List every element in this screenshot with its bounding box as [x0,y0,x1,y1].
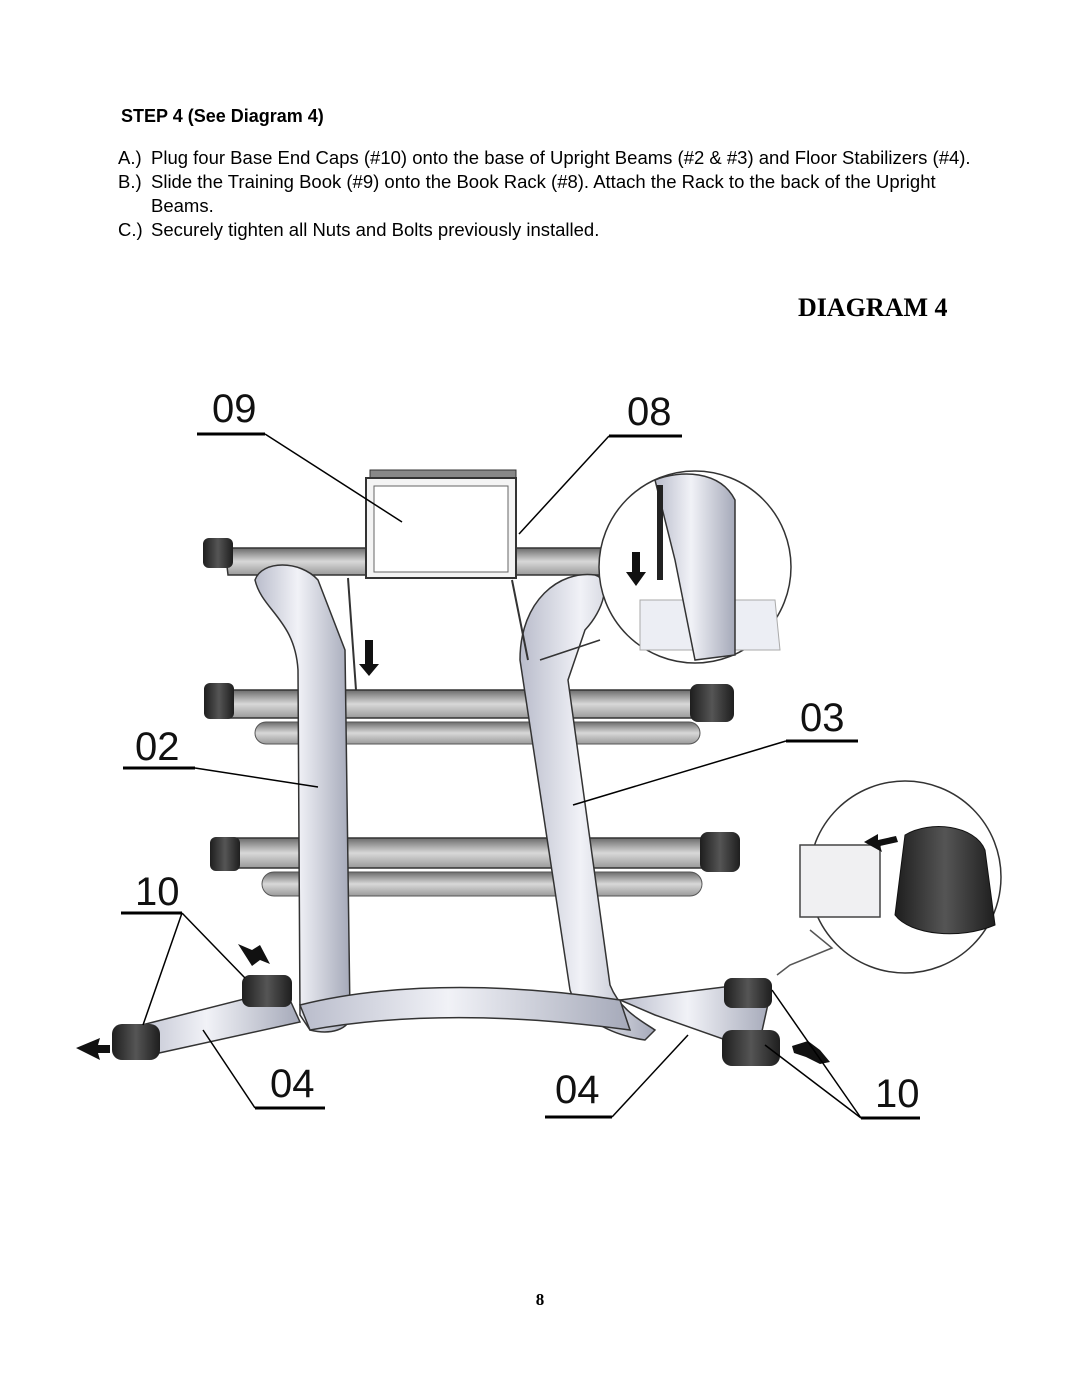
callout-04-right: 04 [545,1034,689,1119]
shelf-middle [204,683,734,745]
callout-08: 08 [518,390,682,535]
callout-label: 10 [875,1072,920,1116]
callout-04-left: 04 [202,1029,325,1110]
instruction-text: Plug four Base End Caps (#10) onto the b… [151,147,971,168]
page-number: 8 [535,1290,545,1309]
callout-10-left: 10 [121,870,246,1026]
instruction-item: A.) Plug four Base End Caps (#10) onto th… [118,146,998,170]
callout-09: 09 [197,387,403,523]
down-arrow-icon [626,552,646,586]
callout-label: 09 [212,387,257,431]
instruction-marker: C.) [118,219,143,240]
callout-label: 10 [135,870,180,914]
callout-label: 08 [627,390,672,434]
instruction-marker: B.) [118,171,142,192]
training-book [365,469,517,579]
instruction-list: A.) Plug four Base End Caps (#10) onto th… [118,146,998,242]
callout-label: 04 [555,1068,600,1112]
base-arch [298,986,632,1031]
diagram-title: DIAGRAM 4 [798,293,948,322]
callout-label: 04 [270,1062,315,1106]
arrow-icon [864,834,898,852]
book-rack [347,577,529,691]
callout-label: 03 [800,696,845,740]
end-cap [242,975,292,1007]
instruction-marker: A.) [118,147,142,168]
end-cap [112,1024,160,1060]
callout-label: 02 [135,725,180,769]
callout-02: 02 [123,725,319,788]
end-cap [724,978,772,1008]
arrow-icon [792,1041,830,1064]
detail-inset-end-cap [776,780,1002,976]
callout-03: 03 [572,696,858,806]
callout-10-right: 10 [764,989,920,1120]
arrow-icon [238,944,270,966]
assembly-diagram: 09 08 02 03 10 10 04 04 [76,387,1002,1120]
instruction-text: Securely tighten all Nuts and Bolts prev… [151,219,600,240]
detail-inset-rack [539,470,792,664]
shelf-bottom [210,832,740,897]
upright-beam-left [254,564,351,1033]
instruction-text: Slide the Training Book (#9) onto the Bo… [151,171,936,216]
instruction-item: B.) Slide the Training Book (#9) onto the… [118,170,998,218]
instruction-item: C.) Securely tighten all Nuts and Bolts p… [118,218,998,242]
down-arrow-icon [359,640,379,676]
upright-beam-right [519,573,657,1041]
arrow-icon [76,1038,110,1060]
step-title: STEP 4 (See Diagram 4) [121,106,324,126]
end-cap [722,1030,780,1066]
